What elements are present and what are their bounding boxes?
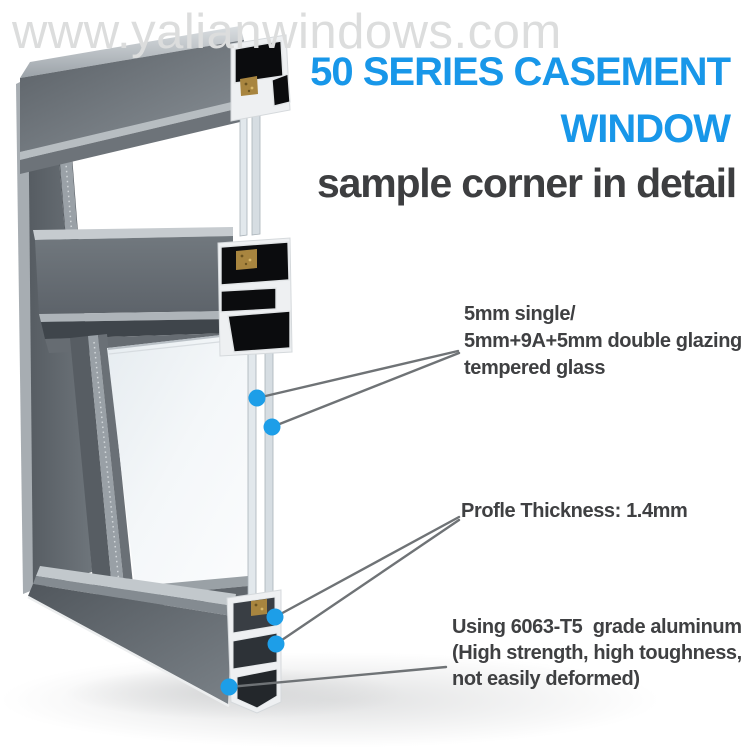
title-line-1: 50 SERIES CASEMENT: [310, 50, 731, 94]
cut-section-middle: [217, 237, 293, 357]
corner-cleat-gold: [240, 76, 258, 96]
annotation-line: 5mm single/: [464, 303, 576, 325]
annotation-line: (High strength, high toughness,: [452, 642, 742, 664]
leader-glazing-2: [270, 351, 461, 429]
glass-edge-lower: [247, 351, 274, 599]
sash-left-stile: [70, 336, 112, 592]
frame-sill: [27, 566, 236, 708]
marker-dot-glass-outer: [248, 389, 266, 407]
glass-edge-upper: [239, 97, 261, 237]
marker-dots: [220, 389, 285, 696]
leader-aluminum: [227, 665, 448, 689]
annotation-glazing: 5mm single/ 5mm+9A+5mm double glazing te…: [464, 301, 742, 382]
sash-and-glass: [70, 332, 248, 610]
marker-dot-profile-upper: [266, 608, 284, 626]
marker-dot-sill: [220, 678, 238, 696]
cut-section-top: [230, 34, 291, 122]
leader-lines: [227, 349, 461, 689]
watermark-text: www.yalianwindows.com: [12, 5, 562, 59]
leader-profile-2: [274, 518, 461, 646]
marker-dot-profile-lower: [267, 635, 285, 653]
frame-top-rail: [20, 26, 244, 174]
marker-dot-glass-inner: [263, 418, 281, 436]
annotation-line: 5mm+9A+5mm double glazing: [464, 330, 742, 352]
leader-glazing-1: [255, 349, 460, 400]
annotation-aluminum-grade: Using 6063-T5 grade aluminum (High stren…: [452, 614, 742, 692]
title-line-2: WINDOW: [560, 107, 731, 151]
annotation-profile-thickness: Profle Thickness: 1.4mm: [461, 498, 688, 525]
annotation-line: tempered glass: [464, 357, 606, 379]
leader-profile-1: [273, 515, 461, 619]
frame-mid-rail: [33, 227, 233, 353]
corner-cleat-gold: [251, 599, 267, 616]
annotation-line: Using 6063-T5 grade aluminum: [452, 616, 742, 638]
page-title: 50 SERIES CASEMENT WINDOW: [310, 44, 731, 158]
annotation-line: Profle Thickness: 1.4mm: [461, 500, 688, 522]
annotation-line: not easily deformed): [452, 668, 640, 690]
page-subtitle: sample corner in detail: [317, 160, 737, 206]
corner-cleat-gold: [236, 249, 257, 270]
glass-pane: [107, 332, 248, 586]
